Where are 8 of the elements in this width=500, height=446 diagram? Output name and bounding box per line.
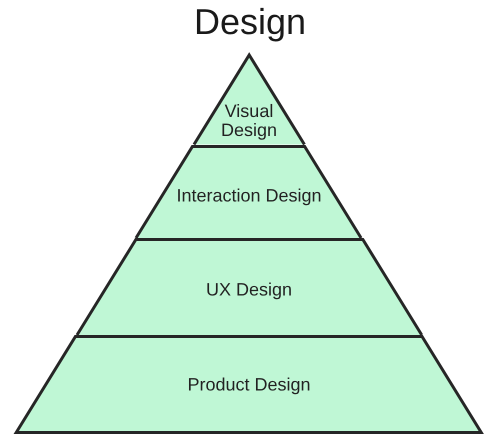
tier-label: Product Design	[187, 376, 311, 394]
pyramid-tier	[190, 51, 308, 144]
tier-label: Interaction Design	[176, 186, 322, 206]
pyramid-tier	[12, 334, 486, 434]
pyramid-tier	[74, 238, 424, 334]
diagram-title: Design	[194, 4, 306, 40]
tier-label: UX Design	[206, 280, 292, 300]
tier-label: Visual Design	[220, 102, 278, 140]
